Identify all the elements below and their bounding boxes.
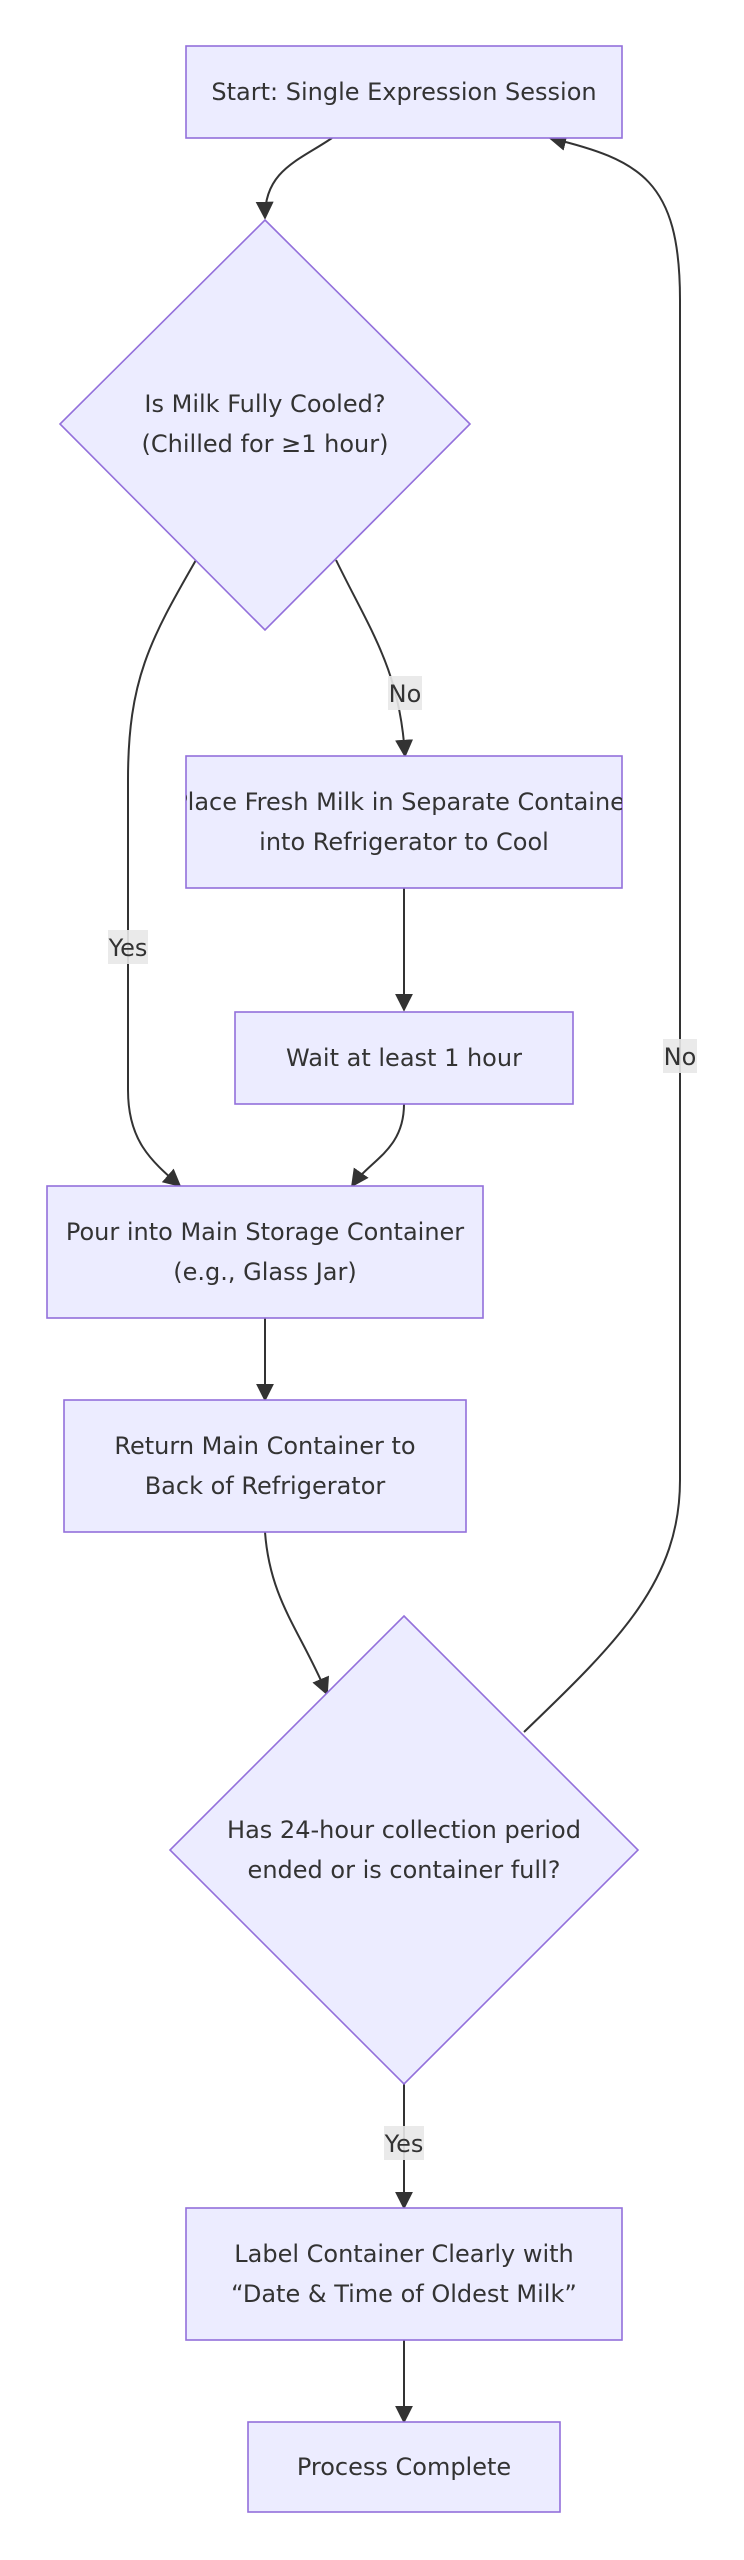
node-wait-line1: Wait at least 1 hour — [286, 1044, 522, 1072]
edge-start-to-check-cooled — [255, 137, 333, 220]
edge-label-no-ended: No — [663, 1039, 697, 1073]
node-check-cooled-line2: (Chilled for ≥1 hour) — [142, 430, 389, 458]
node-return-line1: Return Main Container to — [114, 1432, 415, 1460]
node-place-fresh-line1: Place Fresh Milk in Separate Container — [173, 788, 635, 816]
edge-label-yes-ended-text: Yes — [384, 2130, 424, 2158]
node-check-cooled: Is Milk Fully Cooled? (Chilled for ≥1 ho… — [58, 218, 472, 632]
node-check-ended: Has 24-hour collection period ended or i… — [168, 1614, 640, 2086]
node-check-cooled-line1: Is Milk Fully Cooled? — [144, 390, 385, 418]
node-return-line2: Back of Refrigerator — [145, 1472, 386, 1500]
node-start: Start: Single Expression Session — [185, 45, 623, 139]
edge-label-yes-cooled: Yes — [108, 930, 148, 964]
node-check-ended-line1: Has 24-hour collection period — [227, 1816, 581, 1844]
node-check-ended-line2: ended or is container full? — [248, 1856, 561, 1884]
node-complete: Process Complete — [247, 2421, 561, 2513]
edge-label-no-ended-text: No — [664, 1043, 697, 1071]
edge-check-cooled-no — [335, 559, 414, 758]
node-start-label-line1: Start: Single Expression Session — [211, 78, 596, 106]
node-wait: Wait at least 1 hour — [234, 1011, 574, 1105]
node-place-fresh-line2: into Refrigerator to Cool — [259, 828, 549, 856]
node-pour-line2: (e.g., Glass Jar) — [173, 1258, 357, 1286]
node-label-line1: Label Container Clearly with — [234, 2240, 573, 2268]
node-label: Label Container Clearly with “Date & Tim… — [185, 2207, 623, 2341]
edge-wait-to-pour — [350, 1103, 405, 1188]
node-pour: Pour into Main Storage Container (e.g., … — [46, 1185, 484, 1319]
edge-label-yes-cooled-text: Yes — [108, 934, 148, 962]
node-complete-line1: Process Complete — [297, 2453, 511, 2481]
node-label-line2: “Date & Time of Oldest Milk” — [231, 2280, 577, 2308]
edge-check-ended-no — [523, 133, 681, 1733]
edge-label-no-cooled-text: No — [389, 680, 422, 708]
node-pour-line1: Pour into Main Storage Container — [66, 1218, 464, 1246]
node-return: Return Main Container to Back of Refrige… — [63, 1399, 467, 1533]
node-place-fresh: Place Fresh Milk in Separate Container i… — [173, 755, 635, 889]
edge-label-yes-ended: Yes — [384, 2126, 424, 2160]
edge-check-cooled-yes — [127, 559, 197, 1188]
edges — [127, 133, 681, 2424]
edge-label-no-cooled: No — [388, 676, 422, 710]
edge-return-to-check-ended — [264, 1531, 329, 1696]
